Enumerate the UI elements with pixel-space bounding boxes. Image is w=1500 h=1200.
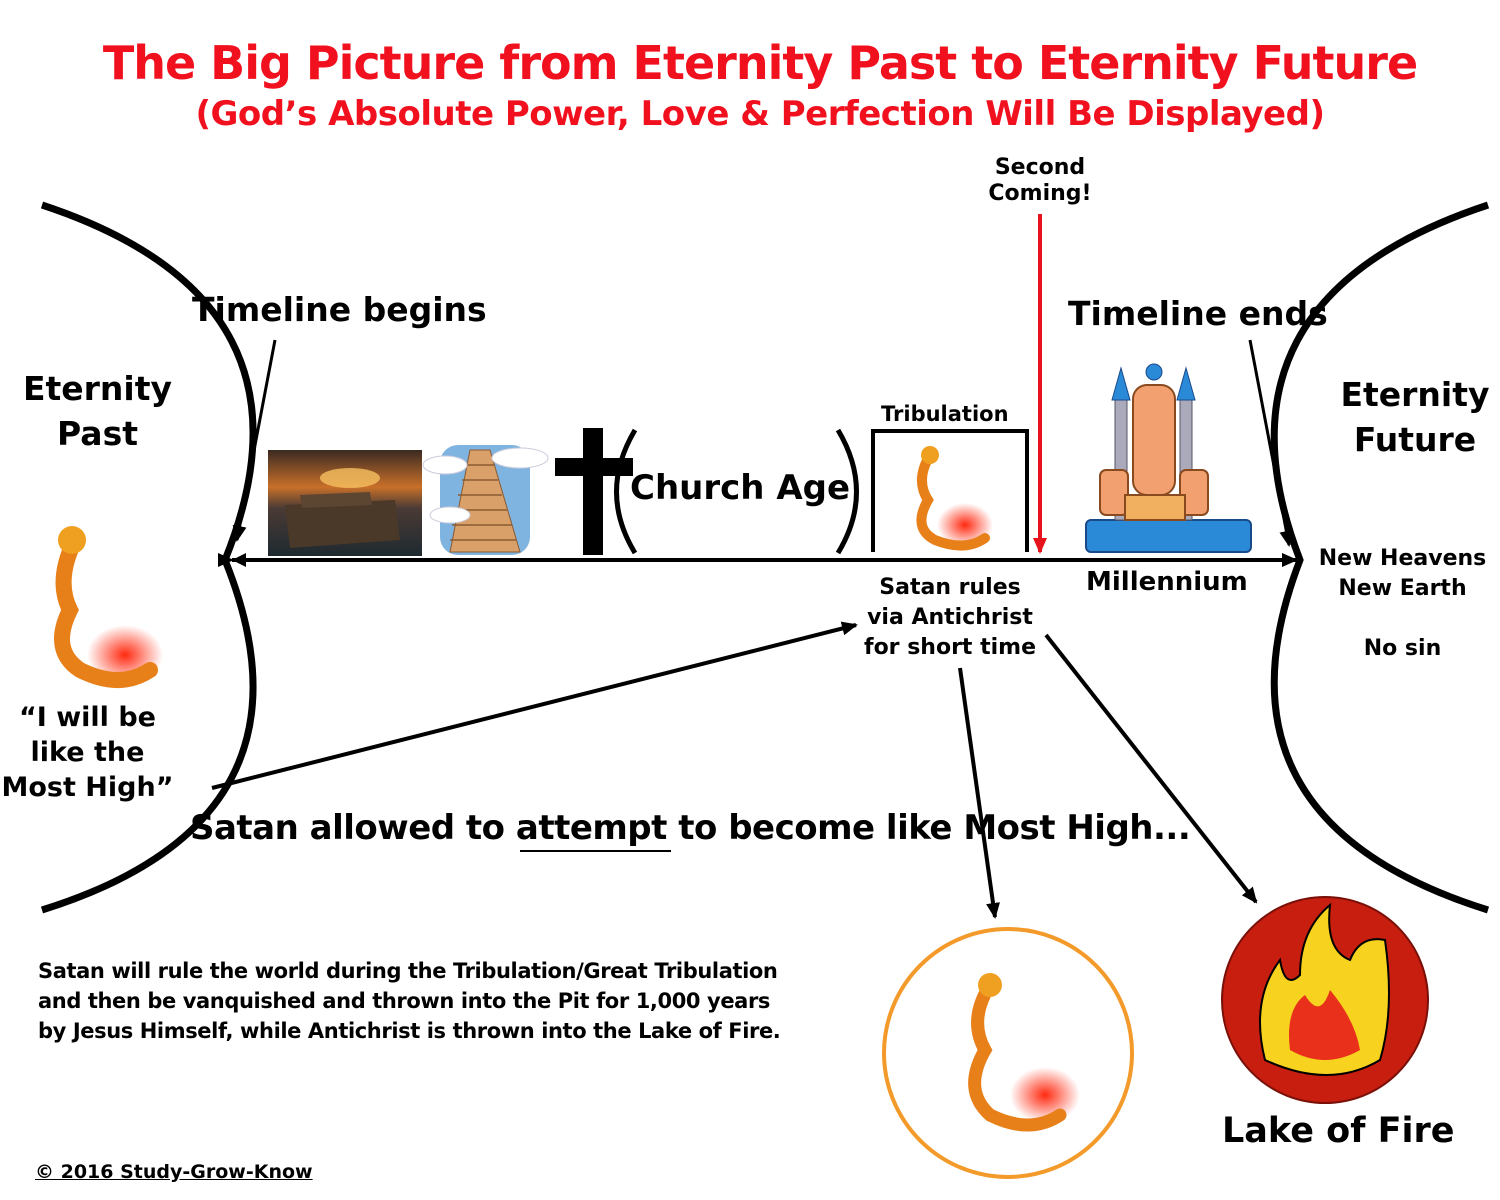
church-age-right-paren <box>835 428 859 555</box>
church-age-left-paren <box>614 428 638 555</box>
satan-allowed-caption: Satan allowed to attempt to become like … <box>190 808 1191 848</box>
caption-part: to become like Most High... <box>666 808 1191 848</box>
millennium-label: Millennium <box>1086 567 1248 597</box>
tower-of-babel-image <box>422 445 549 555</box>
summary-paragraph: Satan will rule the world during the Tri… <box>38 956 781 1046</box>
caption-emphasis: attempt <box>515 808 668 848</box>
quote-line-1: “I will be <box>19 702 156 733</box>
most-high-quote: “I will be like the Most High” <box>0 700 175 805</box>
eternity-past-line-1: Eternity <box>22 369 173 408</box>
no-sin-line: No sin <box>1363 636 1442 661</box>
satan-dragon-image-tribulation <box>916 446 993 551</box>
caption-part: Satan allowed to <box>190 808 516 848</box>
timeline-ends-label: Timeline ends <box>1068 294 1328 333</box>
page-title: The Big Picture from Eternity Past to Et… <box>102 36 1418 90</box>
satan-rules-label: Satan rules via Antichrist for short tim… <box>855 573 1045 663</box>
eternity-future-label: Eternity Future <box>1335 372 1495 462</box>
church-age-label: Church Age <box>630 468 851 508</box>
summary-line-3: by Jesus Himself, while Antichrist is th… <box>38 1019 781 1043</box>
satan-rules-line-2: via Antichrist <box>867 605 1033 630</box>
lake-of-fire-image <box>1221 896 1429 1104</box>
attempt-arrow <box>211 621 858 790</box>
page-subtitle: (God’s Absolute Power, Love & Perfection… <box>195 94 1325 134</box>
satan-dragon-image-left <box>54 526 163 688</box>
eternity-past-line-2: Past <box>57 414 138 453</box>
quote-line-2: like the <box>30 737 145 768</box>
second-coming-line-1: Second <box>994 155 1086 180</box>
tribulation-box <box>871 429 1029 552</box>
copyright: © 2016 Study-Grow-Know <box>35 1161 313 1183</box>
second-coming-label: Second Coming! <box>970 155 1110 207</box>
new-heavens-label: New Heavens New Earth No sin <box>1310 544 1495 664</box>
bottomless-pit-circle <box>882 927 1134 1179</box>
new-earth-line: New Earth <box>1338 576 1467 601</box>
summary-line-1: Satan will rule the world during the Tri… <box>38 959 778 983</box>
eternity-past-label: Eternity Past <box>15 366 180 456</box>
timeline-begins-arrow <box>232 339 277 542</box>
lake-arrow <box>1044 633 1258 904</box>
timeline-begins-label: Timeline begins <box>192 290 487 329</box>
tribulation-label: Tribulation <box>881 402 1009 426</box>
satan-rules-line-3: for short time <box>864 635 1036 660</box>
satan-dragon-image-pit <box>968 973 1080 1132</box>
cross-icon <box>555 428 633 555</box>
timeline-ends-arrow <box>1248 339 1294 547</box>
new-heavens-line: New Heavens <box>1318 546 1487 571</box>
eternity-future-line-1: Eternity <box>1340 375 1490 414</box>
eternity-future-arc <box>1270 201 1490 914</box>
summary-line-2: and then be vanquished and thrown into t… <box>38 989 771 1013</box>
noahs-ark-image <box>268 450 422 556</box>
quote-line-3: Most High” <box>1 772 174 803</box>
eternity-future-line-2: Future <box>1353 420 1477 459</box>
second-coming-line-2: Coming! <box>988 181 1092 207</box>
millennium-throne-image <box>1085 363 1252 553</box>
lake-of-fire-label: Lake of Fire <box>1222 1111 1455 1151</box>
satan-rules-line-1: Satan rules <box>879 575 1021 600</box>
pit-arrow <box>958 667 1000 919</box>
